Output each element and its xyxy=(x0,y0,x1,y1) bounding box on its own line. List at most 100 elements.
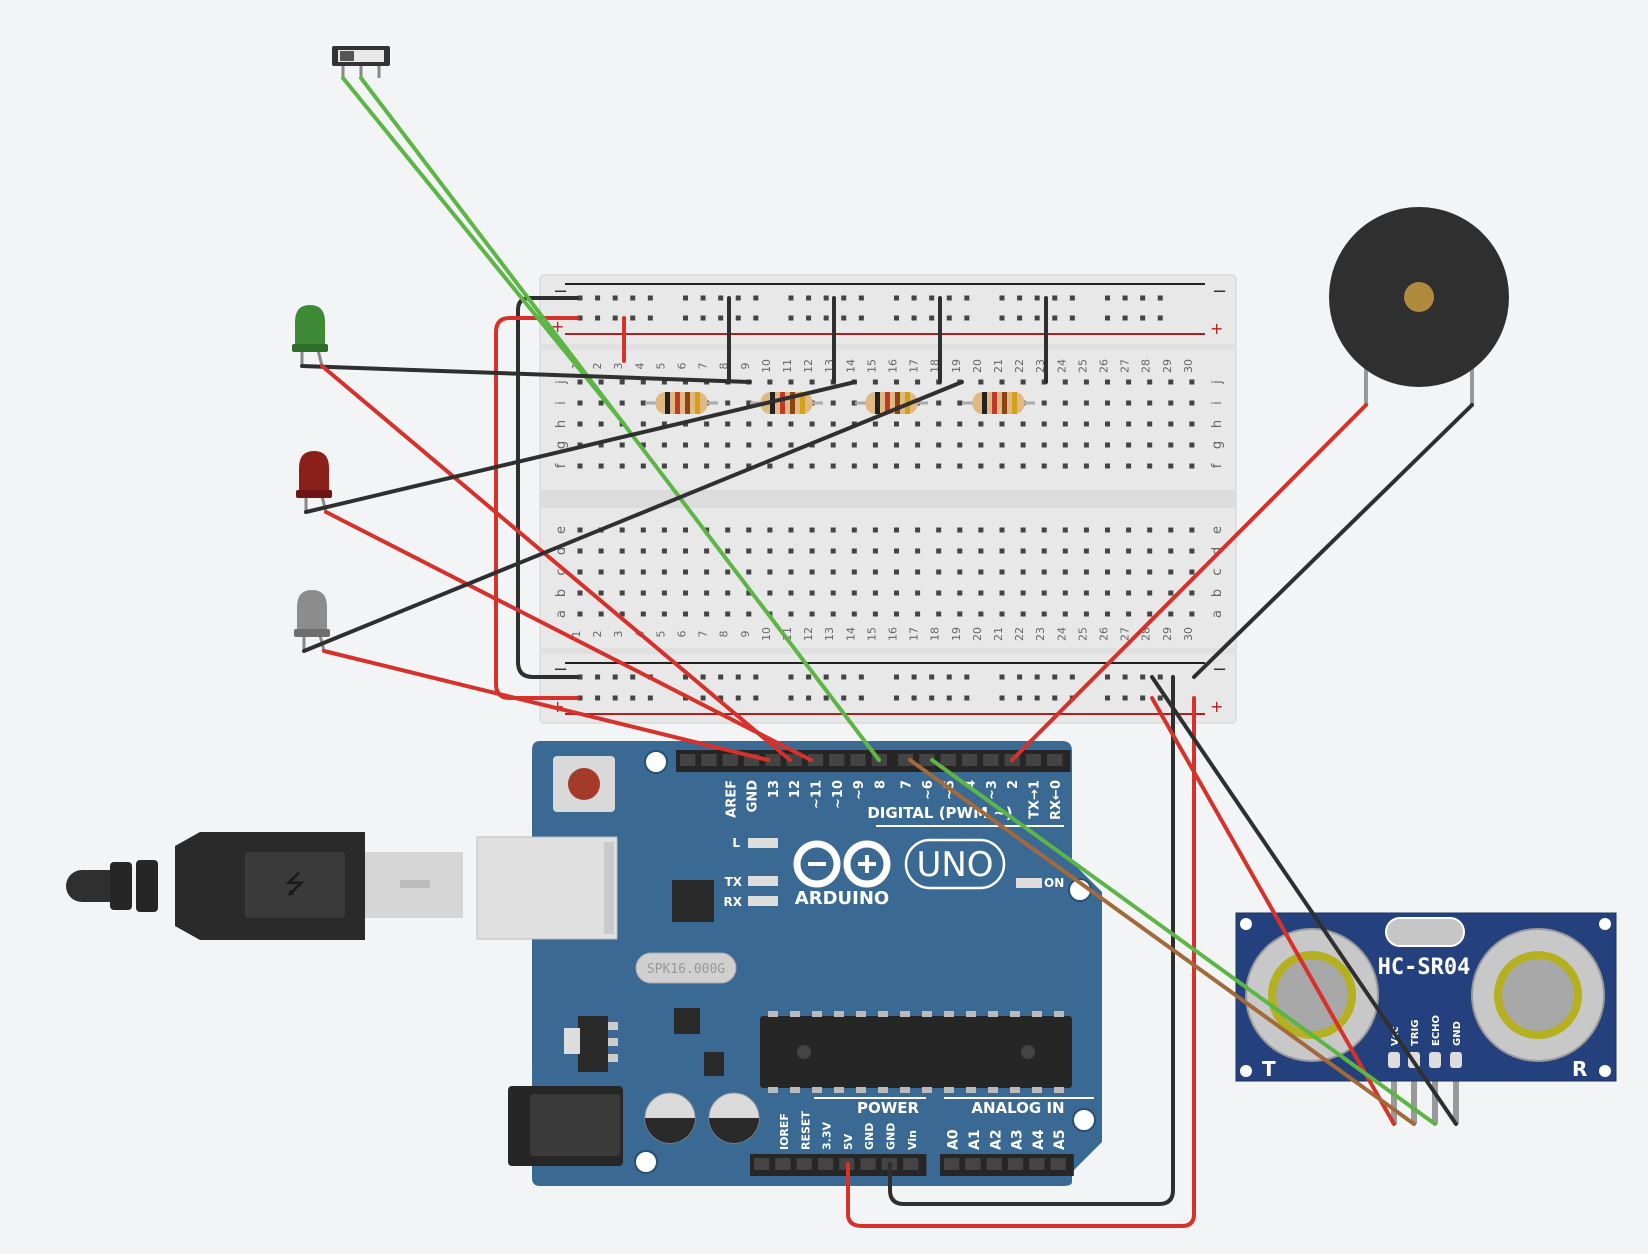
digital-header-right-socket[interactable] xyxy=(898,754,914,766)
breadboard-hole[interactable] xyxy=(640,590,646,596)
breadboard-hole[interactable] xyxy=(1062,611,1068,617)
breadboard-hole[interactable] xyxy=(577,400,583,406)
breadboard-hole[interactable] xyxy=(746,421,752,427)
rail-hole[interactable] xyxy=(1017,674,1023,680)
analog-header-socket[interactable] xyxy=(986,1158,1002,1170)
breadboard-hole[interactable] xyxy=(1041,400,1047,406)
breadboard-hole[interactable] xyxy=(704,548,710,554)
breadboard-hole[interactable] xyxy=(1168,442,1174,448)
breadboard-hole[interactable] xyxy=(1020,569,1026,575)
white-led-anode-wire[interactable] xyxy=(322,649,770,762)
breadboard-hole[interactable] xyxy=(1147,569,1153,575)
rail-hole[interactable] xyxy=(1052,315,1058,321)
breadboard-hole[interactable] xyxy=(788,379,794,385)
breadboard-hole[interactable] xyxy=(1062,400,1068,406)
breadboard-hole[interactable] xyxy=(1062,421,1068,427)
rail-hole[interactable] xyxy=(753,295,759,301)
red-led-anode-wire[interactable] xyxy=(324,510,813,762)
rail-hole[interactable] xyxy=(929,695,935,701)
rail-hole[interactable] xyxy=(577,695,583,701)
rail-hole[interactable] xyxy=(647,695,653,701)
breadboard-hole[interactable] xyxy=(999,463,1005,469)
rail-hole[interactable] xyxy=(946,674,952,680)
analog-header-socket[interactable] xyxy=(1007,1158,1024,1170)
rail-hole[interactable] xyxy=(753,674,759,680)
breadboard-hole[interactable] xyxy=(767,590,773,596)
breadboard-hole[interactable] xyxy=(999,611,1005,617)
power-header[interactable] xyxy=(750,1154,927,1176)
breadboard-hole[interactable] xyxy=(640,611,646,617)
breadboard-hole[interactable] xyxy=(577,527,583,533)
breadboard-hole[interactable] xyxy=(788,421,794,427)
green-led[interactable] xyxy=(292,305,328,367)
breadboard-hole[interactable] xyxy=(872,463,878,469)
rail-hole[interactable] xyxy=(1052,674,1058,680)
breadboard-hole[interactable] xyxy=(725,442,731,448)
breadboard-hole[interactable] xyxy=(577,379,583,385)
breadboard-hole[interactable] xyxy=(1189,569,1195,575)
rail-hole[interactable] xyxy=(735,695,741,701)
rail-hole[interactable] xyxy=(1034,295,1040,301)
breadboard-hole[interactable] xyxy=(999,548,1005,554)
rail-hole[interactable] xyxy=(1122,695,1128,701)
breadboard-hole[interactable] xyxy=(1083,400,1089,406)
breadboard-hole[interactable] xyxy=(809,527,815,533)
rail-hole[interactable] xyxy=(841,315,847,321)
breadboard-hole[interactable] xyxy=(1062,463,1068,469)
rail-hole[interactable] xyxy=(1069,674,1075,680)
breadboard-hole[interactable] xyxy=(1126,421,1132,427)
rail-hole[interactable] xyxy=(1017,295,1023,301)
breadboard-hole[interactable] xyxy=(661,421,667,427)
breadboard-hole[interactable] xyxy=(915,421,921,427)
breadboard-hole[interactable] xyxy=(598,548,604,554)
breadboard-hole[interactable] xyxy=(640,421,646,427)
rail-hole[interactable] xyxy=(595,315,601,321)
breadboard-hole[interactable] xyxy=(1189,442,1195,448)
sensor-trig-wire[interactable] xyxy=(908,758,1416,1126)
breadboard-hole[interactable] xyxy=(999,421,1005,427)
breadboard-hole[interactable] xyxy=(872,548,878,554)
breadboard-hole[interactable] xyxy=(704,569,710,575)
breadboard-hole[interactable] xyxy=(1168,548,1174,554)
breadboard-hole[interactable] xyxy=(1147,442,1153,448)
breadboard-hole[interactable] xyxy=(915,463,921,469)
piezo-buzzer[interactable] xyxy=(1329,207,1509,405)
breadboard-hole[interactable] xyxy=(851,442,857,448)
rail-hole[interactable] xyxy=(1105,674,1110,680)
breadboard-hole[interactable] xyxy=(1105,379,1110,385)
breadboard-hole[interactable] xyxy=(598,400,604,406)
breadboard-hole[interactable] xyxy=(1189,590,1195,596)
rail-hole[interactable] xyxy=(1105,695,1110,701)
breadboard-hole[interactable] xyxy=(640,527,646,533)
rail-hole[interactable] xyxy=(858,315,864,321)
breadboard-hole[interactable] xyxy=(978,548,984,554)
rail-hole[interactable] xyxy=(806,695,812,701)
green-led-anode-wire[interactable] xyxy=(320,364,792,762)
breadboard-hole[interactable] xyxy=(1126,548,1132,554)
breadboard-hole[interactable] xyxy=(830,421,836,427)
usb-cable[interactable]: ⭍ xyxy=(66,832,463,940)
rail-hole[interactable] xyxy=(806,295,812,301)
breadboard-hole[interactable] xyxy=(999,442,1005,448)
breadboard-hole[interactable] xyxy=(619,590,625,596)
analog-header[interactable] xyxy=(940,1154,1074,1176)
breadboard-hole[interactable] xyxy=(1041,527,1047,533)
breadboard-hole[interactable] xyxy=(661,463,667,469)
rail-hole[interactable] xyxy=(647,295,653,301)
digital-header-left-socket[interactable] xyxy=(680,754,696,766)
breadboard-hole[interactable] xyxy=(851,611,857,617)
breadboard-hole[interactable] xyxy=(1041,421,1047,427)
breadboard-hole[interactable] xyxy=(957,611,963,617)
breadboard-hole[interactable] xyxy=(978,527,984,533)
rail-hole[interactable] xyxy=(1157,315,1163,321)
breadboard-hole[interactable] xyxy=(767,442,773,448)
breadboard-hole[interactable] xyxy=(957,569,963,575)
breadboard-hole[interactable] xyxy=(746,611,752,617)
digital-header-left-socket[interactable] xyxy=(765,754,781,766)
rail-hole[interactable] xyxy=(788,674,794,680)
rail-hole[interactable] xyxy=(1105,315,1110,321)
switch-slider[interactable] xyxy=(340,51,354,61)
breadboard-hole[interactable] xyxy=(1020,590,1026,596)
analog-header-socket[interactable] xyxy=(1050,1158,1066,1170)
rail-hole[interactable] xyxy=(1122,295,1128,301)
